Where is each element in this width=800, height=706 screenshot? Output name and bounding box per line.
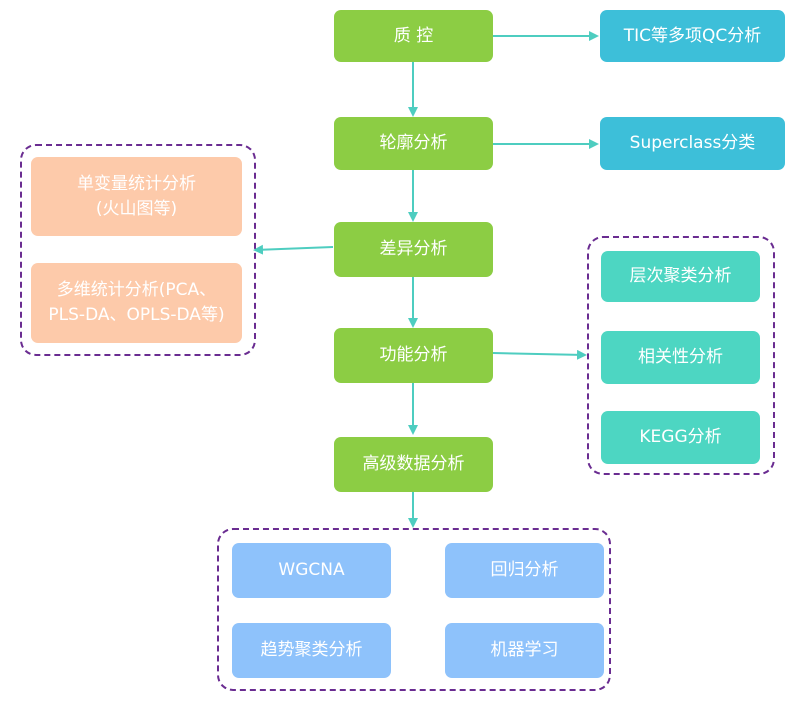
function-analysis-node: 功能分析 [334, 328, 493, 383]
regression-analysis-node: 回归分析 [445, 543, 604, 598]
multivariate-analysis-node: 多维统计分析(PCA、 PLS-DA、OPLS-DA等) [31, 263, 242, 343]
multivariate-subtitle: PLS-DA、OPLS-DA等) [48, 305, 225, 325]
kegg-analysis-node: KEGG分析 [601, 411, 760, 464]
arrow-diff-to-stats-group [253, 244, 334, 255]
machine-learning-node: 机器学习 [445, 623, 604, 678]
univariate-analysis-node: 单变量统计分析 (火山图等) [31, 157, 242, 236]
trend-cluster-node: 趋势聚类分析 [232, 623, 391, 678]
qc-node: 质 控 [334, 10, 493, 62]
stats-analysis-group [20, 144, 256, 356]
qc-detail-node: TIC等多项QC分析 [600, 10, 785, 62]
advanced-analysis-group [217, 528, 611, 691]
correlation-analysis-node: 相关性分析 [601, 331, 760, 384]
hierarchical-cluster-node: 层次聚类分析 [601, 251, 760, 302]
advanced-analysis-node: 高级数据分析 [334, 437, 493, 492]
wgcna-node: WGCNA [232, 543, 391, 598]
function-analysis-group [587, 236, 775, 475]
profile-analysis-node: 轮廓分析 [334, 117, 493, 170]
arrow-function-to-pathway-group [492, 349, 587, 360]
superclass-node: Superclass分类 [600, 117, 785, 170]
univariate-subtitle: (火山图等) [95, 198, 178, 219]
univariate-title: 单变量统计分析 [77, 173, 196, 194]
multivariate-title: 多维统计分析(PCA、 [56, 280, 217, 301]
differential-analysis-node: 差异分析 [334, 222, 493, 277]
